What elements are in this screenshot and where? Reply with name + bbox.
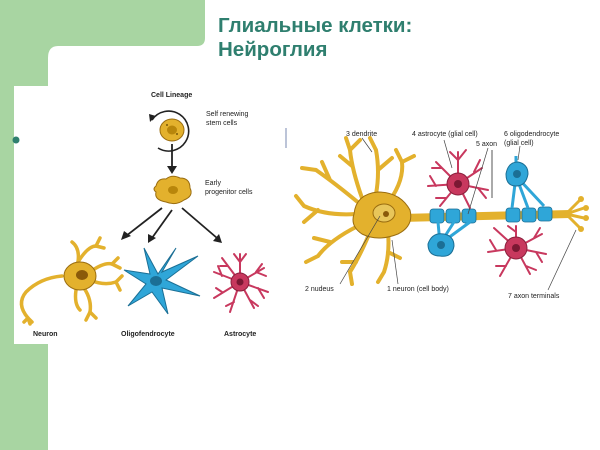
slide-title: Глиальные клетки: Нейроглия: [218, 14, 412, 62]
label-astrocyte-glial: 4 astrocyte (glial cell): [412, 131, 478, 138]
astrocyte-bottom: [487, 225, 547, 277]
lineage-heading: Cell Lineage: [151, 92, 192, 99]
arrowhead: [148, 234, 156, 243]
label-axon-terminals: 7 axon terminals: [508, 293, 560, 300]
terminal-buttons: [578, 196, 589, 232]
label-nucleus: 2 nudeus: [305, 286, 334, 293]
bullet-dot: [12, 136, 20, 144]
slide-title-line2: Нейроглия: [218, 38, 328, 61]
slide-title-line1: Глиальные клетки:: [218, 14, 413, 37]
axon-terminals: [564, 198, 586, 230]
stem-label-line2: stem cells: [206, 120, 238, 127]
dendrites: [294, 136, 416, 286]
label-oligodendrocyte-line2: (glial cell): [504, 140, 534, 147]
label-oligodendrocyte-line1: 6 oligodendrocyte: [504, 131, 559, 138]
progenitor-cell: [153, 175, 192, 205]
label-neuron: Neuron: [33, 331, 58, 338]
arrowhead: [167, 166, 177, 174]
differentiation-arrows: [125, 207, 218, 239]
arrowhead: [121, 231, 131, 240]
stem-cell: [159, 118, 185, 142]
label-dendrite: 3 dendrite: [346, 131, 377, 138]
renewal-arrowhead: [149, 114, 156, 122]
label-neuron-cell-body: 1 neuron (cell body): [387, 286, 449, 293]
label-axon: 5 axon: [476, 141, 497, 148]
renewal-loop-arrow: [151, 110, 190, 152]
oligodendrocyte-left: [427, 220, 471, 257]
oligodendrocyte-top: [505, 156, 546, 209]
progenitor-label-line1: Early: [205, 180, 221, 187]
lineage-oligodendrocyte: [123, 247, 201, 315]
white-panel-left: [14, 86, 48, 344]
label-oligodendrocyte: Oligofendrocyte: [121, 331, 175, 338]
lineage-neuron: [19, 236, 124, 326]
label-astrocyte: Astrocyte: [224, 331, 256, 338]
neuron-cell-body: [352, 191, 412, 239]
myelin-sheaths: [429, 206, 553, 224]
leader-lines: [339, 137, 577, 291]
astrocyte-top: [427, 149, 489, 209]
progenitor-label-line2: progenitor cells: [205, 189, 253, 196]
lineage-astrocyte: [213, 253, 269, 313]
stem-label-line1: Self renewing: [206, 111, 249, 118]
arrowhead: [213, 234, 222, 243]
